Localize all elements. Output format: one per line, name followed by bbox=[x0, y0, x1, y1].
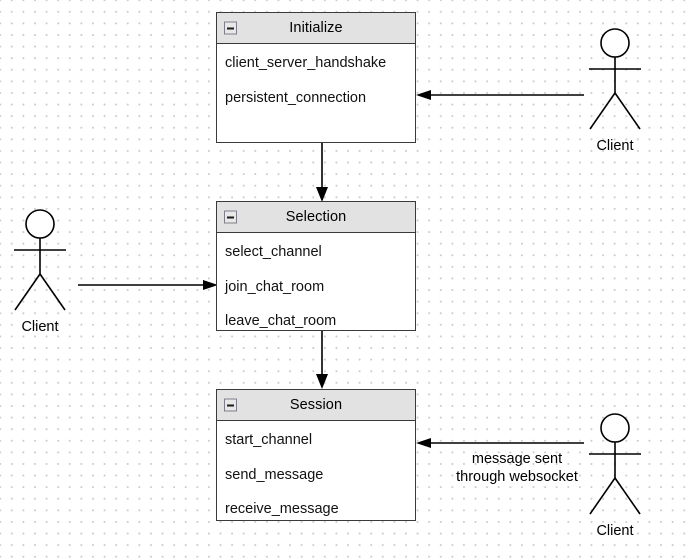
uml-box-session[interactable]: Session start_channel send_message recei… bbox=[216, 389, 416, 521]
uml-member: join_chat_room bbox=[225, 278, 325, 295]
edge-actor-bottom-to-session-label: message sent through websocket bbox=[456, 451, 578, 485]
edge-selection-to-session[interactable] bbox=[312, 330, 332, 390]
uml-body-session: start_channel send_message receive_messa… bbox=[217, 421, 415, 517]
uml-body-selection: select_channel join_chat_room leave_chat… bbox=[217, 233, 415, 329]
minus-box-icon[interactable] bbox=[224, 21, 237, 35]
uml-header-session: Session bbox=[217, 390, 415, 421]
edge-actor-top-to-initialize[interactable] bbox=[416, 80, 586, 110]
uml-title-initialize: Initialize bbox=[289, 19, 343, 36]
uml-body-initialize: client_server_handshake persistent_conne… bbox=[217, 44, 415, 105]
uml-member: select_channel bbox=[225, 244, 322, 260]
uml-member: start_channel bbox=[225, 432, 313, 448]
uml-member: leave_chat_room bbox=[225, 313, 337, 329]
edge-actor-middle-to-selection[interactable] bbox=[78, 270, 218, 300]
minus-box-icon[interactable] bbox=[224, 398, 237, 412]
uml-box-selection[interactable]: Selection select_channel join_chat_room … bbox=[216, 201, 416, 331]
actor-label: Client bbox=[596, 523, 634, 539]
actor-label: Client bbox=[596, 138, 634, 154]
edge-actor-bottom-to-session[interactable] bbox=[416, 428, 586, 458]
uml-title-session: Session bbox=[289, 396, 343, 413]
uml-header-selection: Selection bbox=[217, 202, 415, 233]
uml-member: receive_message bbox=[225, 501, 339, 517]
stick-figure-icon bbox=[14, 209, 66, 311]
stick-figure-icon bbox=[589, 28, 641, 130]
uml-box-initialize[interactable]: Initialize client_server_handshake persi… bbox=[216, 12, 416, 143]
minus-box-icon[interactable] bbox=[224, 210, 237, 224]
actor-label: Client bbox=[21, 319, 59, 335]
actor-top-right[interactable]: Client bbox=[577, 26, 653, 154]
uml-header-initialize: Initialize bbox=[217, 13, 415, 44]
uml-title-selection: Selection bbox=[285, 208, 347, 225]
actor-bottom-right[interactable]: Client bbox=[577, 411, 653, 539]
uml-member: persistent_connection bbox=[225, 89, 367, 106]
edge-initialize-to-selection[interactable] bbox=[312, 143, 332, 203]
actor-middle-left[interactable]: Client bbox=[2, 207, 78, 335]
stick-figure-icon bbox=[589, 413, 641, 515]
uml-member: client_server_handshake bbox=[225, 55, 387, 71]
uml-member: send_message bbox=[225, 466, 324, 483]
